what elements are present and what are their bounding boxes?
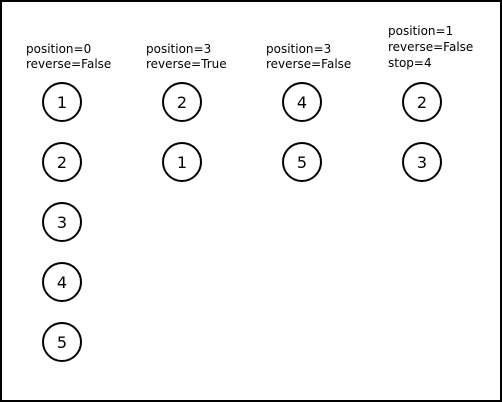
column-3-label-line-2: reverse=False [266, 57, 352, 71]
column-1-label-line-2: reverse=False [26, 57, 112, 71]
column-1: position=0 reverse=False 1 2 3 4 5 [26, 2, 146, 400]
column-4-label-line-2: reverse=False [388, 40, 474, 54]
column-2-circles: 2 1 [146, 2, 266, 400]
circle-node: 1 [162, 142, 202, 182]
column-1-label-line-1: position=0 [26, 42, 92, 56]
circle-node: 2 [402, 82, 442, 122]
circle-node: 3 [402, 142, 442, 182]
column-3: position=3 reverse=False 4 5 [266, 2, 386, 400]
column-3-circles: 4 5 [266, 2, 386, 400]
column-2-label-line-2: reverse=True [146, 57, 227, 71]
circle-node: 5 [282, 142, 322, 182]
circle-node: 4 [282, 82, 322, 122]
column-2: position=3 reverse=True 2 1 [146, 2, 266, 400]
column-4: position=1 reverse=False stop=4 2 3 [388, 2, 502, 400]
column-4-circles: 2 3 [388, 2, 502, 400]
column-4-label-line-1: position=1 [388, 24, 454, 38]
circle-node: 4 [42, 262, 82, 302]
circle-node: 2 [162, 82, 202, 122]
column-2-label-line-1: position=3 [146, 42, 212, 56]
circle-node: 3 [42, 202, 82, 242]
circle-node: 5 [42, 322, 82, 362]
column-4-label-line-3: stop=4 [388, 56, 432, 70]
circle-node: 2 [42, 142, 82, 182]
column-3-label-line-1: position=3 [266, 42, 332, 56]
column-1-circles: 1 2 3 4 5 [26, 2, 146, 400]
circle-node: 1 [42, 82, 82, 122]
